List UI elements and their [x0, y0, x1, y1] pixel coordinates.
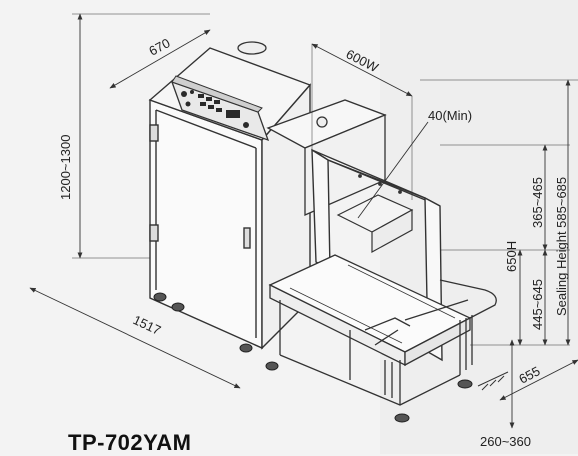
- dim-height: 1200~1300: [58, 135, 73, 200]
- side-rails: [364, 279, 497, 346]
- dim-bottom-range: 260~360: [480, 434, 531, 449]
- stand-legs: [279, 300, 473, 406]
- dim-lower-range: 445~645: [530, 279, 545, 330]
- dim-upper-range: 365~465: [530, 177, 545, 228]
- model-title: TP-702YAM: [68, 430, 192, 455]
- dim-clearance: 40(Min): [428, 108, 472, 123]
- top-head: [336, 194, 414, 254]
- dimension-lines: [29, 13, 578, 429]
- dim-table-height: 650H: [504, 241, 519, 272]
- dim-sealing-height: Sealing Height 585~685: [554, 177, 569, 316]
- top-lid-icon: [237, 41, 267, 55]
